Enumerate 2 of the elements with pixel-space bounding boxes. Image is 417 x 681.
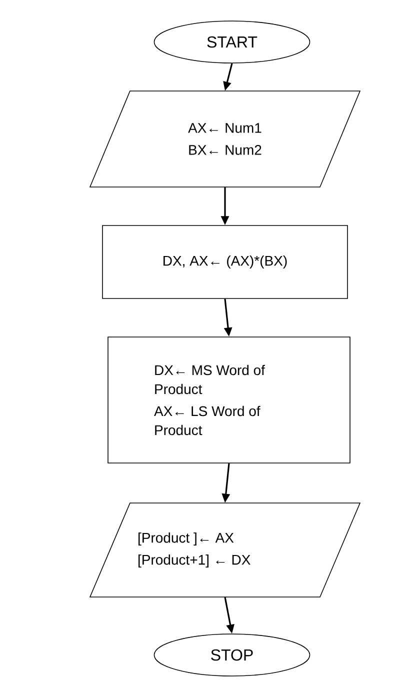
- process-box: DX, AX← (AX)*(BX): [102, 225, 348, 299]
- process-box: DX← MS Word of Product AX← LS Word of Product: [108, 336, 350, 464]
